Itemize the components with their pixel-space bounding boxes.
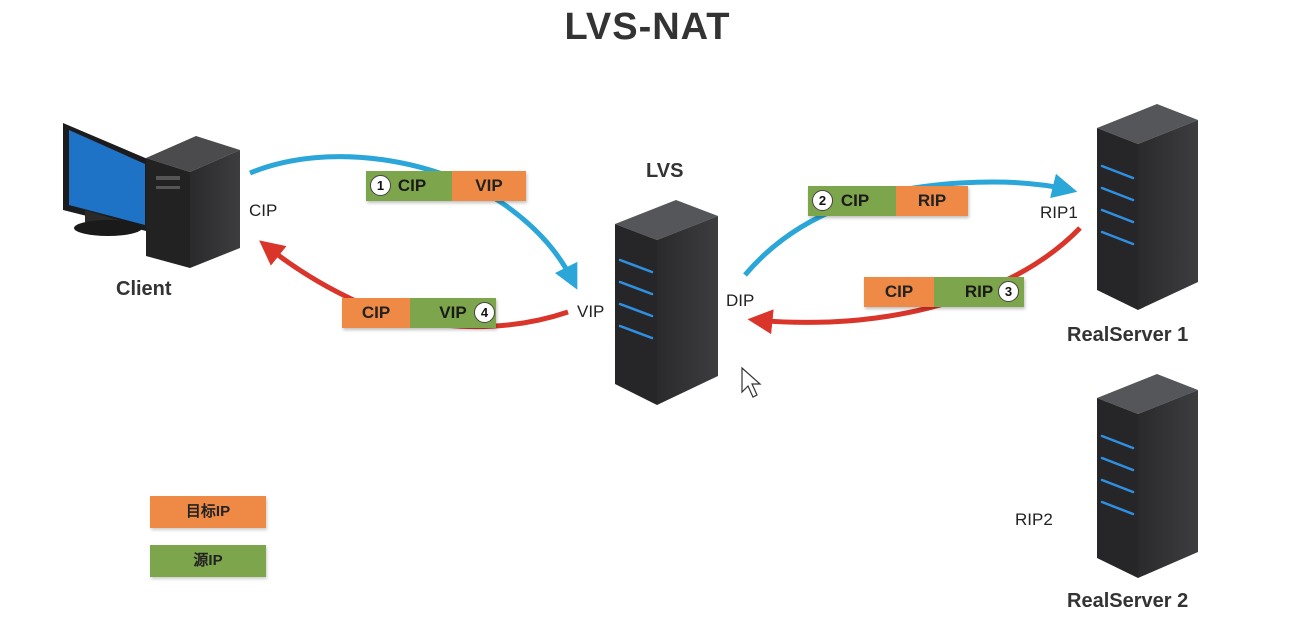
step-4-badge: 4 xyxy=(474,302,495,323)
legend-source-ip: 源IP xyxy=(150,545,266,577)
lvs-server-icon xyxy=(615,200,718,405)
arrow-response-realserver-to-lvs xyxy=(747,226,1082,335)
realserver2-label: RealServer 2 xyxy=(1067,590,1189,612)
client-computer-icon xyxy=(63,123,240,268)
client-label: Client xyxy=(116,278,172,300)
step-3-badge: 3 xyxy=(998,281,1019,302)
arrow-request-lvs-to-realserver xyxy=(743,173,1078,277)
packet-step-1: CIP VIP 1 xyxy=(366,171,526,201)
diagram-title: LVS-NAT xyxy=(564,6,731,48)
packet-4-destination: CIP xyxy=(342,298,410,328)
realserver2-icon xyxy=(1097,374,1198,578)
mouse-cursor-icon xyxy=(741,366,762,398)
step-1-badge: 1 xyxy=(370,175,391,196)
packet-step-2: CIP RIP 2 xyxy=(808,186,968,216)
packet-step-4: CIP VIP 4 xyxy=(342,298,496,328)
realserver1-label: RealServer 1 xyxy=(1067,324,1189,346)
legend-destination-ip: 目标IP xyxy=(150,496,266,528)
realserver1-icon xyxy=(1097,104,1198,310)
client-ip-label: CIP xyxy=(249,201,278,220)
lvs-vip-label: VIP xyxy=(577,302,605,321)
packet-3-destination: CIP xyxy=(864,277,934,307)
packet-2-destination: RIP xyxy=(896,186,968,216)
lvs-label: LVS xyxy=(646,160,684,182)
realserver2-ip-label: RIP2 xyxy=(1015,510,1053,529)
packet-1-destination: VIP xyxy=(452,171,526,201)
step-2-badge: 2 xyxy=(812,190,833,211)
packet-step-3: CIP RIP 3 xyxy=(864,277,1024,307)
lvs-dip-label: DIP xyxy=(726,291,755,310)
realserver1-ip-label: RIP1 xyxy=(1040,203,1078,222)
